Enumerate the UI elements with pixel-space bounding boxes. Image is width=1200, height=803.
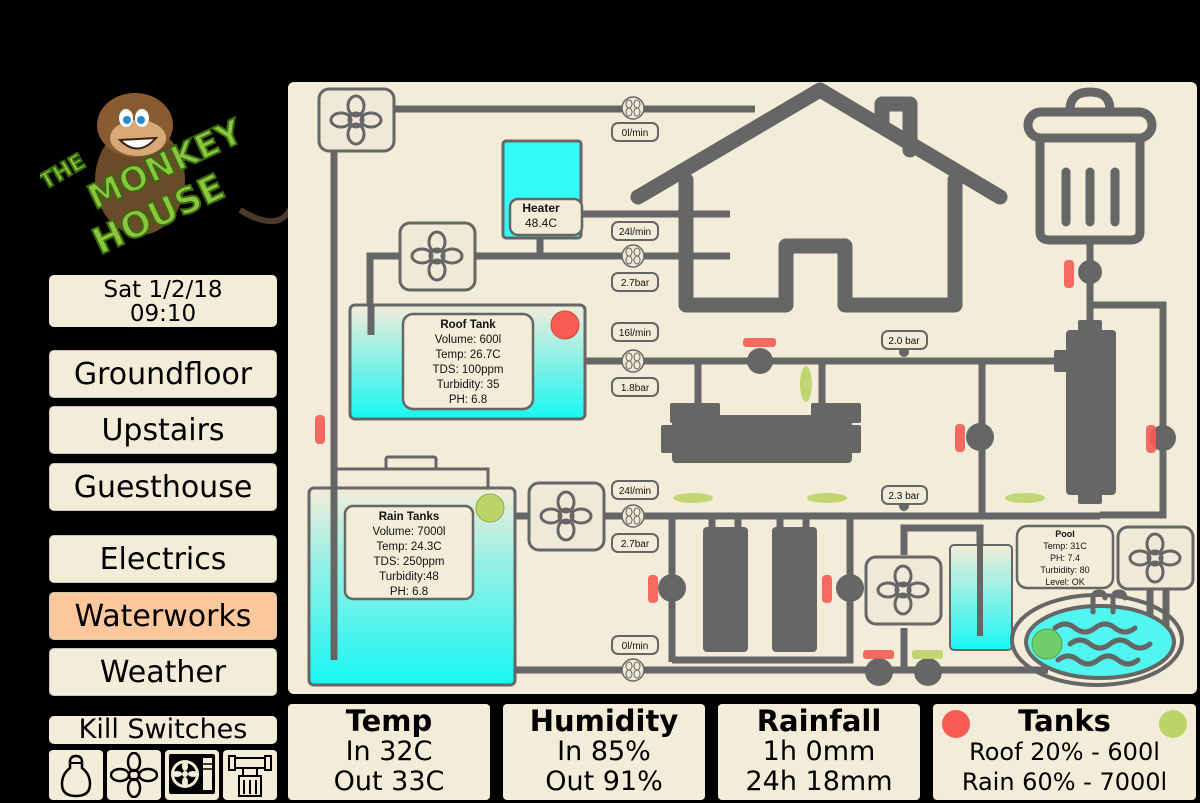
roof-pressure-label: 1.8bar	[621, 383, 650, 394]
pump-icon	[228, 755, 272, 797]
rain-tanks-title: Rain Tanks	[379, 511, 440, 523]
stat-rainfall: Rainfall 1h 0mm 24h 18mm	[718, 704, 920, 800]
pump-fan-top	[317, 87, 396, 153]
nav-upstairs[interactable]: Upstairs	[49, 406, 277, 454]
rain-tank-indicator	[1159, 710, 1187, 738]
rain-tanks-temp: Temp: 24.3C	[376, 541, 441, 553]
nav-waterworks[interactable]: Waterworks	[49, 592, 277, 640]
roof-tank-status-indicator	[550, 310, 580, 340]
stat-temp: Temp In 32C Out 33C	[288, 704, 490, 800]
roof-tank-indicator	[942, 710, 970, 738]
svg-text:THE: THE	[40, 149, 90, 195]
nav-guesthouse[interactable]: Guesthouse	[49, 463, 277, 511]
datetime-display: Sat 1/2/18 09:10	[49, 275, 277, 327]
stat-tanks-rain: Rain 60% - 7000l	[961, 768, 1168, 796]
pool-ph: PH: 7.4	[1050, 553, 1080, 563]
stat-tanks-title: Tanks	[1018, 704, 1111, 738]
aircon-icon	[169, 754, 215, 794]
nav-electrics[interactable]: Electrics	[49, 535, 277, 583]
heater-pressure-label: 2.7bar	[621, 278, 650, 289]
kill-fans-button[interactable]	[107, 750, 161, 800]
rain-tanks-turbidity: Turbidity:48	[379, 571, 439, 583]
stat-humidity-in: In 85%	[557, 736, 651, 767]
roof-tank-tds: TDS: 100ppm	[433, 364, 504, 376]
gauge-upper-label: 2.0 bar	[888, 336, 920, 347]
waterworks-diagram: 0l/min 24l/min 2.7bar 16l/min 1.8bar 24l…	[288, 82, 1197, 694]
stat-humidity-out: Out 91%	[545, 766, 663, 797]
roof-tank-temp: Temp: 26.7C	[435, 349, 500, 361]
rain-tanks-ph: PH: 6.8	[390, 586, 428, 598]
stat-temp-out: Out 33C	[333, 766, 445, 797]
roof-flow-label: 16l/min	[619, 328, 651, 339]
stat-temp-title: Temp	[345, 704, 433, 738]
pool-title: Pool	[1055, 529, 1075, 539]
time-text: 09:10	[129, 301, 197, 327]
rain-tank-status-indicator	[475, 493, 505, 523]
roof-tank-volume: Volume: 600l	[435, 334, 502, 346]
stat-tanks: Tanks Roof 20% - 600l Rain 60% - 7000l	[933, 704, 1196, 800]
stat-humidity: Humidity In 85% Out 91%	[503, 704, 705, 800]
roof-tank-title: Roof Tank	[440, 319, 496, 331]
rain-tanks-volume: Volume: 7000l	[373, 526, 446, 538]
heater-flow-label: 24l/min	[619, 227, 651, 238]
stat-rainfall-title: Rainfall	[756, 704, 882, 738]
kill-pump-button[interactable]	[223, 750, 277, 800]
valve-handle-closed	[743, 338, 776, 347]
kill-lights-button[interactable]	[49, 750, 103, 800]
pool-level: Level: OK	[1045, 577, 1085, 587]
stat-temp-in: In 32C	[345, 736, 433, 767]
logo: THE MONKEY HOUSE	[35, 80, 300, 270]
pool-turbidity: Turbidity: 80	[1040, 565, 1089, 575]
bottom-flow-label: 0l/min	[622, 641, 649, 652]
roof-tank-ph: PH: 6.8	[449, 394, 487, 406]
gauge-lower-label: 2.3 bar	[888, 491, 920, 502]
fan-icon	[110, 752, 158, 798]
rain-tanks-tds: TDS: 250ppm	[374, 556, 445, 568]
stat-rainfall-24h: 24h 18mm	[745, 766, 893, 797]
stat-rainfall-1h: 1h 0mm	[762, 736, 876, 767]
heater-title: Heater	[522, 201, 560, 215]
stat-tanks-roof: Roof 20% - 600l	[969, 738, 1160, 766]
heater-value: 48.4C	[525, 216, 557, 230]
pool-temp: Temp: 31C	[1043, 541, 1087, 551]
stat-humidity-title: Humidity	[529, 704, 679, 738]
rain-pressure-label: 2.7bar	[621, 539, 650, 550]
nav-weather[interactable]: Weather	[49, 648, 277, 696]
roof-tank-turbidity: Turbidity: 35	[437, 379, 500, 391]
date-text: Sat 1/2/18	[103, 277, 223, 303]
kill-aircon-button[interactable]	[165, 750, 219, 800]
nav-groundfloor[interactable]: Groundfloor	[49, 350, 277, 398]
kill-switches-title: Kill Switches	[49, 716, 277, 744]
lightbulb-icon	[60, 754, 92, 798]
top-flow-label: 0l/min	[622, 128, 649, 139]
rain-flow-label: 24l/min	[619, 486, 651, 497]
